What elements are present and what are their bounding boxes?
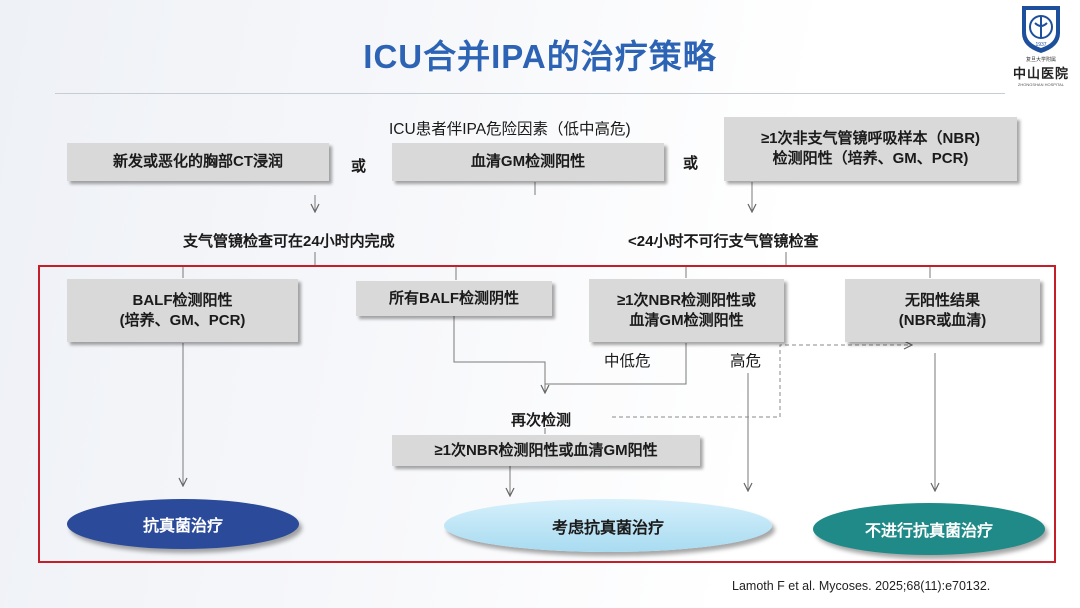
connector [453, 316, 545, 393]
balf-negative-box: 所有BALF检测阴性 [356, 281, 552, 316]
page-title: ICU合并IPA的治疗策略 [363, 38, 717, 75]
criterion-nbr-line1: ≥1次非支气管镜呼吸样本（NBR) [760, 130, 981, 147]
logo-year: 1937 [1035, 42, 1046, 48]
no-positive-line1: 无阳性结果 [904, 291, 980, 309]
connector [545, 343, 687, 385]
balf-positive-line2: (培养、GM、PCR) [119, 311, 246, 329]
title-divider [55, 93, 1005, 94]
hospital-logo: 1937 复旦大学附属 中山医院 ZHONGSHAN HOSPITAL [1010, 3, 1072, 101]
criterion-nbr-line2: 检测阳性（培养、GM、PCR) [772, 150, 969, 167]
criterion-gm: 血清GM检测阳性 [392, 143, 664, 181]
outcome-consider-antifungal: 考虑抗真菌治疗 [444, 499, 772, 552]
citation: Lamoth F et al. Mycoses. 2025;68(11):e70… [732, 579, 991, 593]
balf-positive-line1: BALF检测阳性 [132, 291, 233, 309]
hospital-emblem-icon: 1937 [1022, 6, 1060, 53]
criterion-ct: 新发或恶化的胸部CT浸润 [67, 143, 329, 181]
balf-positive-box: BALF检测阳性 (培养、GM、PCR) [67, 279, 298, 342]
branch-bronchoscopy-not-possible: <24小时不可行支气管镜检查 [628, 233, 819, 250]
outcome-antifungal: 抗真菌治疗 [67, 499, 299, 549]
logo-subtitle: 复旦大学附属 [1025, 57, 1056, 63]
risk-low-mid-label: 中低危 [604, 353, 651, 370]
risk-high-label: 高危 [730, 353, 762, 370]
or-label: 或 [683, 155, 699, 172]
logo-name-en: ZHONGSHAN HOSPITAL [1017, 82, 1065, 87]
retest-label: 再次检测 [511, 412, 572, 429]
risk-header: ICU患者伴IPA危险因素（低中高危) [389, 121, 631, 138]
branch-bronchoscopy-possible: 支气管镜检查可在24小时内完成 [183, 233, 395, 250]
retest-result-box: ≥1次NBR检测阳性或血清GM阳性 [392, 435, 700, 466]
nbr-positive-box: ≥1次NBR检测阳性或 血清GM检测阳性 [589, 279, 784, 342]
logo-name: 中山医院 [1012, 66, 1069, 81]
no-positive-line2: (NBR或血清) [898, 311, 987, 329]
nbr-positive-line2: 血清GM检测阳性 [629, 311, 744, 329]
no-positive-box: 无阳性结果 (NBR或血清) [845, 279, 1040, 342]
or-label: 或 [351, 158, 367, 175]
dashed-connector [612, 345, 912, 418]
nbr-positive-line1: ≥1次NBR检测阳性或 [616, 291, 757, 309]
outcome-no-antifungal: 不进行抗真菌治疗 [813, 503, 1045, 555]
criterion-nbr: ≥1次非支气管镜呼吸样本（NBR) 检测阳性（培养、GM、PCR) [724, 117, 1017, 181]
strategy-frame [38, 265, 1056, 563]
